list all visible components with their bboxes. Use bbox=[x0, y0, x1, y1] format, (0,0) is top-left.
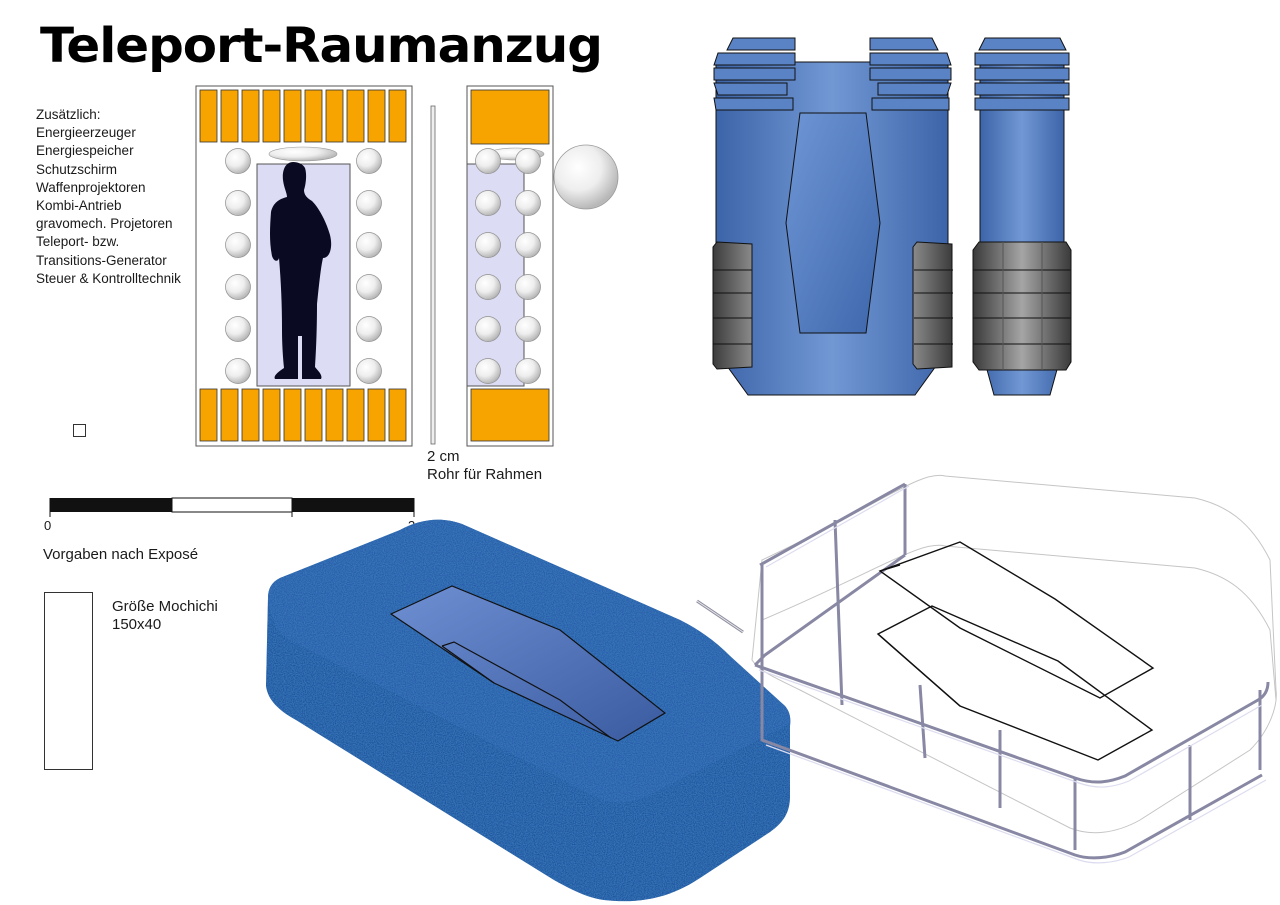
isometric-recess bbox=[389, 585, 667, 742]
tube-size-label: 2 cm bbox=[427, 448, 460, 465]
spec-label: Vorgaben nach Exposé bbox=[43, 546, 199, 563]
cooling-fins-right bbox=[869, 37, 952, 111]
feature-item: Transitions-Generator bbox=[36, 252, 167, 268]
isometric-capsule-rendering bbox=[266, 519, 791, 902]
scale-bar bbox=[49, 497, 415, 517]
top-view-frame bbox=[195, 85, 413, 447]
capsule-side-view bbox=[972, 37, 1072, 396]
mochichi-label: Größe Mochichi bbox=[112, 598, 218, 615]
orange-block-bottom bbox=[470, 388, 550, 442]
feature-item: Kombi-Antrieb bbox=[36, 198, 122, 214]
dome-hatch bbox=[268, 146, 338, 162]
cooling-fins-side bbox=[974, 37, 1070, 111]
projector-spheres-right-column bbox=[356, 148, 382, 384]
feature-item: Steuer & Kontrolltechnik bbox=[36, 270, 181, 286]
small-square bbox=[73, 424, 86, 437]
orange-block-bottom-row bbox=[199, 388, 407, 442]
feature-item: Zusätzlich: bbox=[36, 107, 101, 122]
wireframe-frame bbox=[696, 474, 1277, 864]
feature-list: Zusätzlich: Energieerzeuger Energiespeic… bbox=[36, 106, 181, 288]
human-silhouette bbox=[270, 162, 332, 379]
thruster-right bbox=[912, 241, 953, 370]
orange-block-top bbox=[470, 89, 550, 145]
feature-item: Energiespeicher bbox=[36, 143, 134, 159]
feature-item: gravomech. Projetoren bbox=[36, 216, 173, 232]
mochichi-size: 150x40 bbox=[112, 616, 162, 633]
projector-spheres-side bbox=[475, 148, 541, 384]
capsule-front-view bbox=[712, 37, 953, 396]
mochichi-size-box bbox=[44, 592, 93, 770]
feature-item: Waffenprojektoren bbox=[36, 179, 146, 195]
orange-block-top-row bbox=[199, 89, 407, 143]
large-sphere bbox=[553, 144, 619, 210]
thruster-side bbox=[972, 241, 1072, 371]
cooling-fins-left bbox=[713, 37, 796, 111]
feature-item: Teleport- bzw. bbox=[36, 234, 120, 250]
frame-tube bbox=[430, 105, 436, 445]
feature-item: Schutzschirm bbox=[36, 161, 118, 177]
page-title: Teleport-Raumanzug bbox=[40, 18, 603, 74]
scale-start-label: 0 bbox=[44, 518, 52, 533]
feature-item: Energieerzeuger bbox=[36, 125, 136, 141]
side-view-frame bbox=[466, 85, 554, 447]
tube-label: Rohr für Rahmen bbox=[427, 466, 543, 483]
thruster-left bbox=[712, 241, 753, 370]
projector-spheres-left-column bbox=[225, 148, 251, 384]
front-panel bbox=[785, 112, 881, 334]
